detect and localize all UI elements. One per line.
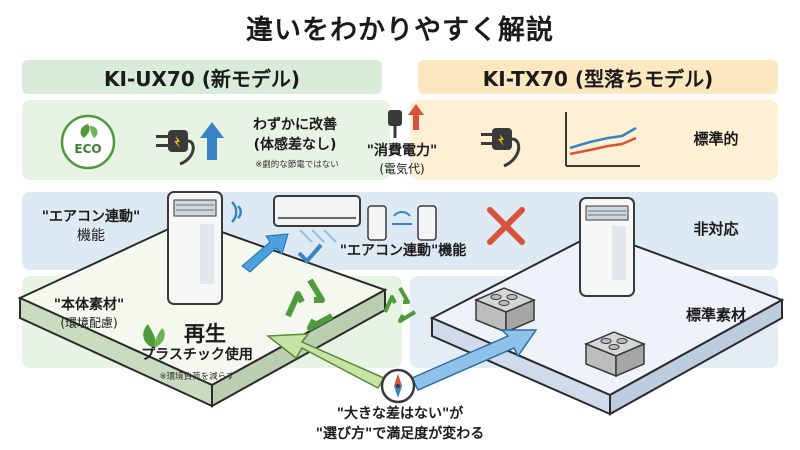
eco-badge-text: ECO [74,142,102,156]
plug-icon [481,128,521,168]
aircon-new-line1: "エアコン連動" [41,209,141,225]
power-center-line1: "消費電力" [366,143,438,159]
power-old-value: 標準的 [693,130,739,148]
two-purifiers-link-icon [367,205,437,241]
recycle-icon [285,278,334,331]
power-new-line1: わずかに改善 [253,117,337,133]
material-new-line1: "本体素材" [53,297,125,313]
arrow-to-old [410,329,538,391]
trend-chart-icon [565,112,640,167]
cross-mark-icon [487,207,525,245]
material-new-big: 再生 [184,322,226,346]
air-purifier-old-icon [579,197,635,297]
recycle-small-icon [383,287,417,323]
air-purifier-new-icon [167,191,223,305]
old-platform-front [609,298,783,416]
aircon-old-value: 非対応 [693,220,739,238]
block-icon-1 [474,287,536,334]
new-model-header: KI-UX70 (新モデル) [22,60,382,94]
material-new-note: ※環境負荷を減らす [159,372,235,382]
conclusion-line1: "大きな差はない"が [336,406,464,422]
compass-icon [380,368,416,404]
air-conditioner-icon [273,195,361,243]
material-new-line2: (環境配慮) [60,316,118,330]
eco-leaf-icon [60,114,116,170]
aircon-new-line2: 機能 [77,228,105,244]
block-icon-2 [584,331,646,378]
leaf-icon [143,324,165,348]
power-new-line2: (体感差なし) [253,137,337,153]
plug-up-icon [156,122,224,166]
page-title: 違いをわかりやすく解説 [246,15,554,46]
aircon-center-label: "エアコン連動"機能 [339,243,467,259]
material-old-value: 標準素材 [685,306,746,324]
old-model-header: KI-TX70 (型落ちモデル) [418,60,778,94]
arrow-to-new [265,333,386,389]
conclusion-line2: "選び方"で満足度が変わる [315,426,485,442]
sync-arrow-icon [241,233,289,273]
power-new-note: ※劇的な節電ではない [255,160,339,170]
power-center-line2: (電気代) [379,162,425,176]
material-new-line3: プラスチック使用 [141,347,253,363]
plug-updown-icon [388,104,424,138]
check-mark-icon [297,243,323,264]
wireless-signal-icon [231,201,242,223]
